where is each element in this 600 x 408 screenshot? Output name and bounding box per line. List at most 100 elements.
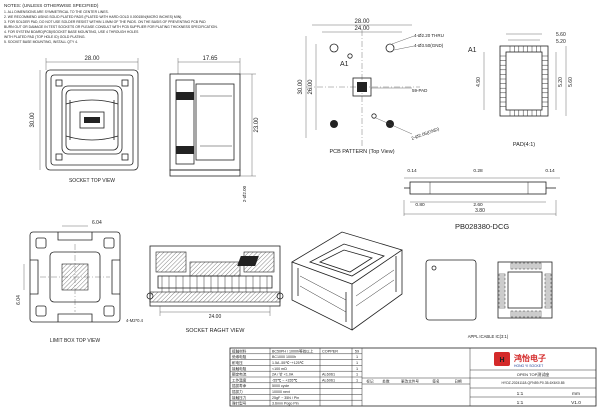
material-name: AL6061	[322, 373, 335, 377]
pcb-pad-callout: 59-PAD	[412, 88, 428, 93]
spec-label: 耐电压	[232, 360, 243, 365]
pad-detail-caption: PAD(4:1)	[513, 142, 535, 148]
pcb-width-outer: 28.00	[354, 19, 370, 25]
top-height-dim: 30.00	[30, 112, 36, 128]
ic-lead	[530, 262, 534, 270]
side-width-dim: 17.65	[202, 56, 218, 62]
spec-label: 额定电流	[232, 372, 247, 377]
limit-dim-y: 6.04	[16, 295, 22, 305]
pin-detail-view: 0.14 0.28 0.14 0.80 2.60 3.80 PB028380-D…	[403, 168, 560, 231]
ic-lead	[518, 262, 522, 270]
spec-value: 25gF ~ 35N / Pin	[272, 396, 299, 400]
right-view-dim: 24.00	[209, 314, 222, 320]
pad-detail-view: A1 5.60 5.20 4.90 5.20 5.60 PAD(4:1)	[468, 32, 574, 148]
ic-lead	[522, 262, 526, 270]
ic-lead	[498, 281, 506, 285]
pcb-pattern-view: 28.00 24.00 30.00 26.00 A1 4-Ø2.20 THRU …	[298, 19, 444, 155]
pcb-pattern-caption: PCB PATTERN (Top View)	[329, 149, 394, 155]
spec-value: BC1000 1000h	[272, 355, 296, 359]
isometric-view	[237, 231, 403, 331]
side-small-dim: 2-Ø2.00	[242, 185, 247, 202]
note-line: 3. FOR SOLDER PAD, DO NOT USE SOLDER RES…	[4, 20, 206, 24]
pcb-gnd2-callout: 2-Ø2.05(GND)	[411, 126, 441, 141]
top-width-dim: 28.00	[84, 56, 100, 62]
material-qty: 1	[356, 373, 358, 377]
version-label: V1.0	[571, 400, 581, 406]
pad-a1-label: A1	[468, 47, 477, 54]
ic-lead	[522, 310, 526, 318]
socket-top-caption: SOCKET TOP VIEW	[69, 178, 115, 184]
notes-title: NOTES: (UNLESS OTHERWISE SPECIFIED)	[4, 3, 99, 8]
scale-label: 1:1	[517, 391, 524, 397]
material-name: AL6061	[322, 378, 335, 382]
notes-block: NOTES: (UNLESS OTHERWISE SPECIFIED) 1. A…	[4, 3, 218, 44]
ic-lead	[538, 262, 542, 270]
spec-label: 接触材料	[232, 348, 247, 353]
spec-label: 工作温度	[232, 377, 247, 382]
material-qty: 1	[356, 367, 358, 371]
ic-lead	[498, 305, 506, 309]
pin-dim-a: 0.80	[415, 202, 425, 208]
material-qty: 59	[355, 349, 359, 353]
ic-lead	[544, 273, 552, 277]
ic-lead	[544, 293, 552, 297]
socket-top-view: 28.00 30.00 SOCKET TOP VIEW	[30, 56, 139, 184]
ic-lead	[538, 310, 542, 318]
pad-dim-5: 5.60	[568, 77, 574, 87]
applicable-ic-view: APPL ICABLE IC(3:1)	[425, 259, 553, 339]
ic-lead	[544, 305, 552, 309]
rev-col-date: 日期	[454, 379, 462, 384]
pin-dim-b: 2.60	[473, 202, 483, 208]
spec-label: 弹针型号	[232, 401, 247, 406]
ic-lead	[498, 297, 506, 301]
material-name: COPPER	[322, 349, 338, 353]
pcb-a1-label: A1	[340, 61, 349, 68]
ic-lead	[544, 281, 552, 285]
ic-lead	[518, 310, 522, 318]
note-line: 2. WE RECOMMEND USING SOLID PLATED PADS …	[4, 15, 182, 19]
pad-dim-4: 5.20	[558, 77, 564, 87]
right-view-hole: 4-M2*0.4	[126, 318, 144, 323]
package-caption: APPL ICABLE IC(3:1)	[468, 334, 509, 339]
spec-value: BC50PH / 1000h等效以上	[272, 348, 314, 353]
material-qty: 1	[356, 361, 358, 365]
ic-lead	[498, 285, 506, 289]
spec-value: <100 mΩ	[272, 367, 287, 371]
ic-lead	[544, 297, 552, 301]
rev-col-count: 处数	[382, 379, 390, 384]
material-qty: 1	[356, 355, 358, 359]
ic-lead	[544, 285, 552, 289]
side-height-dim: 23.00	[254, 117, 260, 133]
unit-label: mm	[572, 392, 580, 397]
part-number: PB028380-DCG	[455, 222, 509, 231]
socket-right-caption: SOCKET RAGHT VIEW	[186, 328, 246, 334]
ic-lead	[534, 310, 538, 318]
rev-col-sign: 签名	[432, 379, 440, 384]
company-name-cn: 鸿怡电子	[514, 353, 546, 363]
ic-lead	[526, 310, 530, 318]
ic-lead	[544, 289, 552, 293]
note-line: BURN OUT OR DAMAGE IN TEST SOCKETS OR PL…	[4, 25, 218, 29]
spec-label: 接触压力	[232, 395, 247, 400]
ic-lead	[514, 310, 518, 318]
note-line: 1. ALL DIMENSIONS ARE SYMMETRICAL TO THE…	[4, 10, 109, 14]
limit-dim-x: 6.04	[92, 220, 102, 226]
pcb-height-inner: 26.00	[308, 79, 314, 95]
pad-dim-1: 5.60	[556, 32, 566, 38]
note-line: 5. SOCKET BASE MOUNTING, INSTALL QTY 4.	[4, 40, 78, 44]
svg-text:H: H	[499, 357, 504, 364]
ic-lead	[526, 262, 530, 270]
pcb-height-outer: 30.00	[298, 79, 304, 95]
ic-lead	[498, 289, 506, 293]
spec-value: 1.5A -55℃~+125℃	[272, 361, 305, 365]
sheet-label: 1:1	[517, 400, 524, 406]
spec-value: 5000 cycle	[272, 384, 289, 388]
ic-lead	[498, 301, 506, 305]
spec-label: 接触电阻	[232, 366, 247, 371]
ic-lead	[544, 277, 552, 281]
spec-label: 插拔力	[232, 389, 243, 394]
ic-lead	[498, 277, 506, 281]
ic-lead	[514, 262, 518, 270]
